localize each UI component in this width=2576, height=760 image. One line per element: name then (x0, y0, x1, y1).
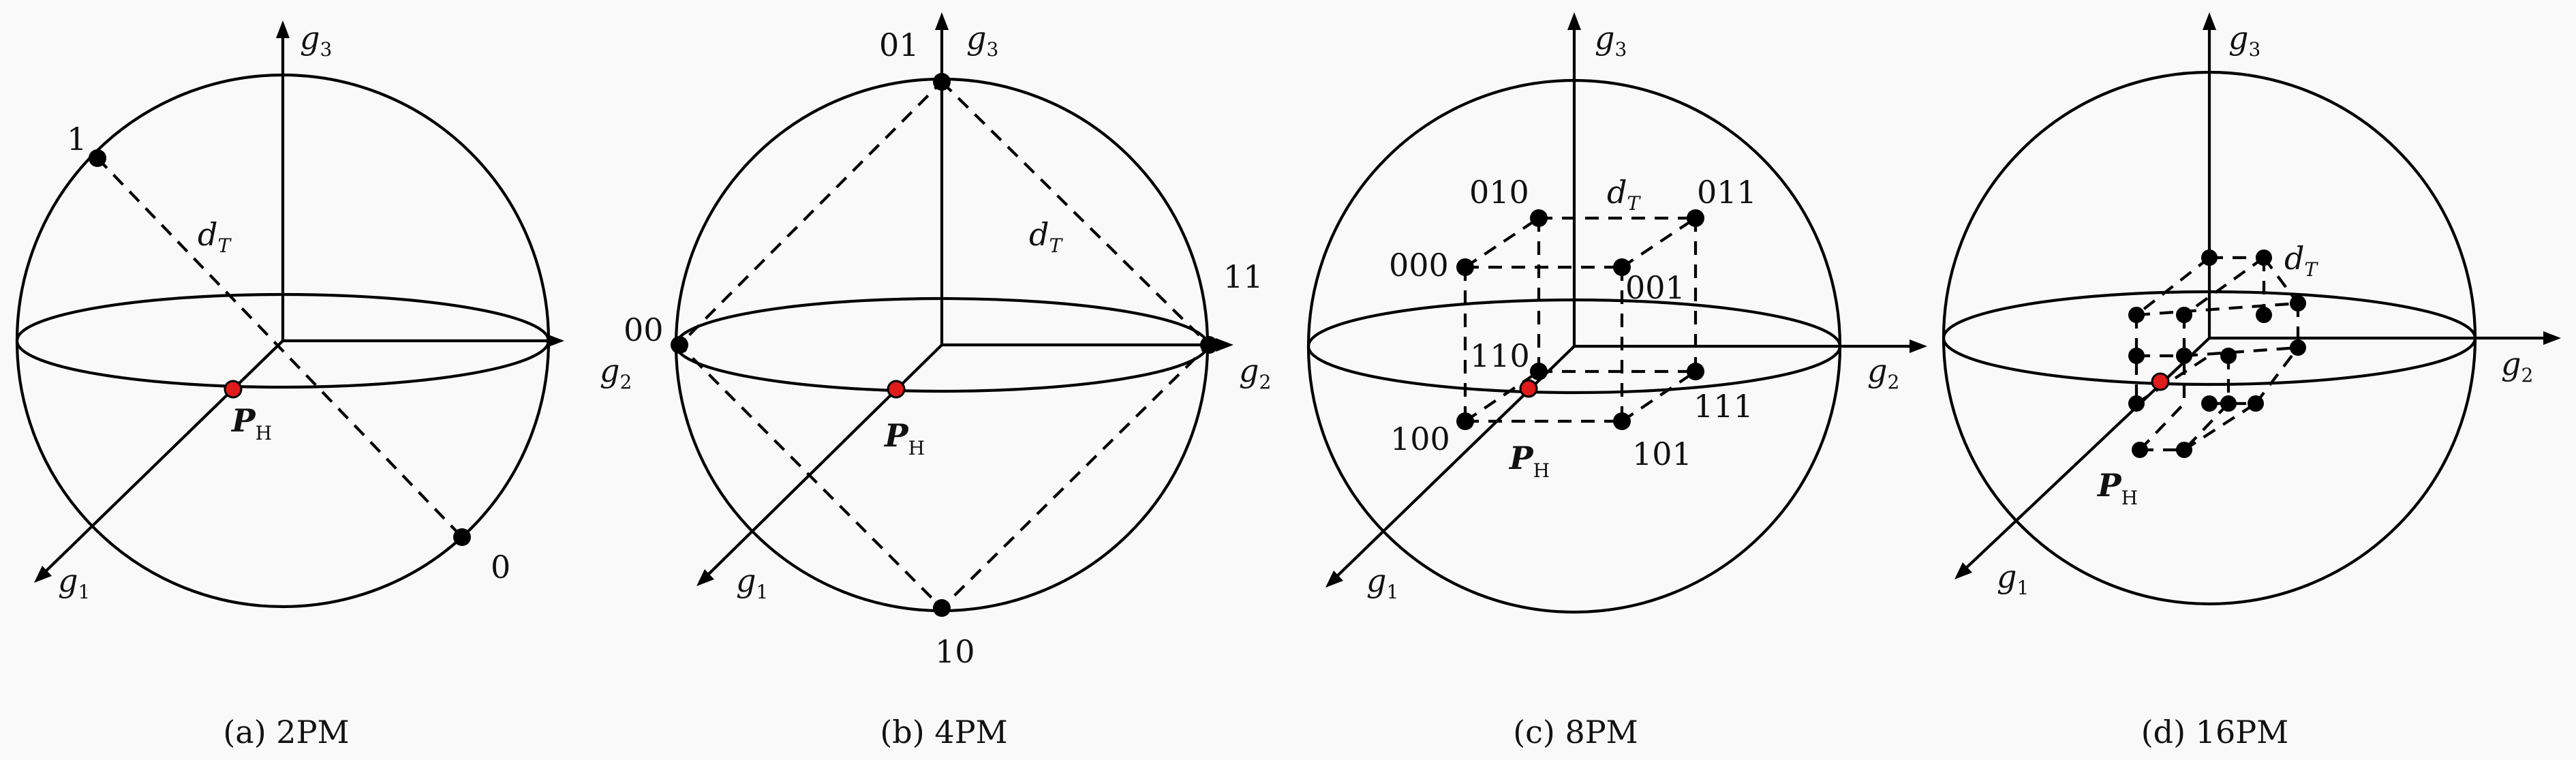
panel-d: dT PH g3 g2 g1 (d) 16PM (1942, 12, 2561, 750)
g2-arrowhead (2543, 331, 2561, 345)
point (2128, 307, 2145, 323)
point (2176, 442, 2192, 458)
g3-label: g3 (2228, 20, 2260, 61)
point-11 (1200, 336, 1218, 354)
point-101 (1613, 412, 1631, 430)
g3-arrowhead (1567, 12, 1581, 30)
g2-arrowhead (1216, 338, 1233, 352)
g2-label: g2 (1239, 352, 1271, 393)
panel-a: 1 0 dT PH g3 g2 g1 (a) 2PM (15, 20, 632, 750)
pilot-label: PH (1508, 440, 1550, 482)
distance-label: dT (198, 216, 232, 257)
distance-label: dT (2284, 240, 2318, 281)
point-011 (1687, 209, 1704, 227)
pilot-label: PH (2096, 467, 2138, 509)
point-000 (1456, 258, 1474, 276)
g2-arrowhead (547, 334, 564, 348)
g1-arrowhead (1954, 562, 1972, 579)
point-0 (453, 528, 471, 546)
point-label-000: 000 (1389, 247, 1449, 284)
point-10 (933, 599, 951, 617)
point-110 (1530, 363, 1548, 380)
point (2220, 348, 2237, 364)
pilot-point (224, 380, 243, 399)
g2-arrowhead (1910, 339, 1927, 353)
pilot-point (2151, 372, 2170, 391)
g2-label: g2 (600, 352, 632, 393)
g1-axis (1960, 337, 2211, 574)
g1-arrowhead (696, 569, 714, 586)
point (2220, 395, 2237, 412)
caption-c: (c) 8PM (1513, 714, 1638, 750)
g3-label: g3 (1595, 20, 1627, 61)
point (2128, 395, 2145, 412)
point-label-00: 00 (624, 311, 664, 348)
point-label-01: 01 (879, 27, 919, 63)
g3-arrowhead (276, 20, 290, 38)
point-label-11: 11 (1223, 258, 1263, 295)
point-1 (89, 149, 106, 167)
point (2128, 348, 2145, 364)
g3-label: g3 (966, 20, 998, 61)
constellation-lattice (2134, 256, 2300, 452)
point (2256, 249, 2272, 266)
g1-axis (702, 344, 943, 581)
caption-a: (a) 2PM (223, 714, 349, 750)
g1-label: g1 (58, 562, 90, 603)
pilot-label: PH (883, 417, 925, 459)
point (2201, 249, 2218, 266)
distance-line (96, 157, 463, 538)
point-00 (671, 336, 688, 354)
g3-arrowhead (935, 12, 949, 30)
panel-c: 000 001 010 011 100 101 110 111 dT PH g3… (1306, 12, 1927, 750)
point (2176, 348, 2192, 364)
g2-label: g2 (2501, 346, 2533, 386)
point-001 (1613, 258, 1631, 276)
point (2290, 295, 2306, 311)
point-111 (1687, 363, 1704, 380)
caption-b: (b) 4PM (880, 714, 1007, 750)
point-label-011: 011 (1697, 174, 1757, 211)
g1-label: g1 (736, 562, 768, 603)
distance-label: dT (1029, 216, 1063, 257)
point-100 (1456, 412, 1474, 430)
pilot-label: PH (230, 402, 272, 444)
point-label-10: 10 (935, 633, 975, 670)
distance-label: dT (1607, 174, 1641, 215)
point-label-010: 010 (1469, 174, 1529, 211)
point (2248, 395, 2264, 412)
g1-label: g1 (1366, 562, 1398, 603)
g3-label: g3 (300, 20, 332, 61)
g1-axis (40, 339, 284, 577)
g1-label: g1 (1997, 558, 2029, 599)
caption-d: (d) 16PM (2141, 714, 2289, 750)
point-label-100: 100 (1390, 421, 1450, 457)
pilot-point (1519, 379, 1538, 398)
point-010 (1530, 209, 1548, 227)
point (2201, 395, 2218, 412)
point (2256, 307, 2272, 323)
point (2290, 339, 2306, 356)
point (2176, 307, 2192, 323)
point-label-0: 0 (491, 549, 510, 586)
g3-arrowhead (2203, 12, 2216, 30)
point-01 (933, 73, 951, 91)
point-label-001: 001 (1625, 269, 1685, 306)
g1-arrowhead (34, 566, 52, 583)
pilot-point (887, 380, 906, 399)
point-label-111: 111 (1693, 388, 1753, 425)
point (2132, 442, 2148, 458)
panel-b: 01 00 11 10 dT PH g3 g2 g1 (b) 4PM (624, 12, 1271, 750)
point-label-101: 101 (1632, 436, 1692, 472)
point-label-1: 1 (67, 121, 87, 157)
point-label-110: 110 (1470, 337, 1530, 374)
g2-label: g2 (1867, 352, 1899, 393)
g1-arrowhead (1325, 571, 1343, 588)
